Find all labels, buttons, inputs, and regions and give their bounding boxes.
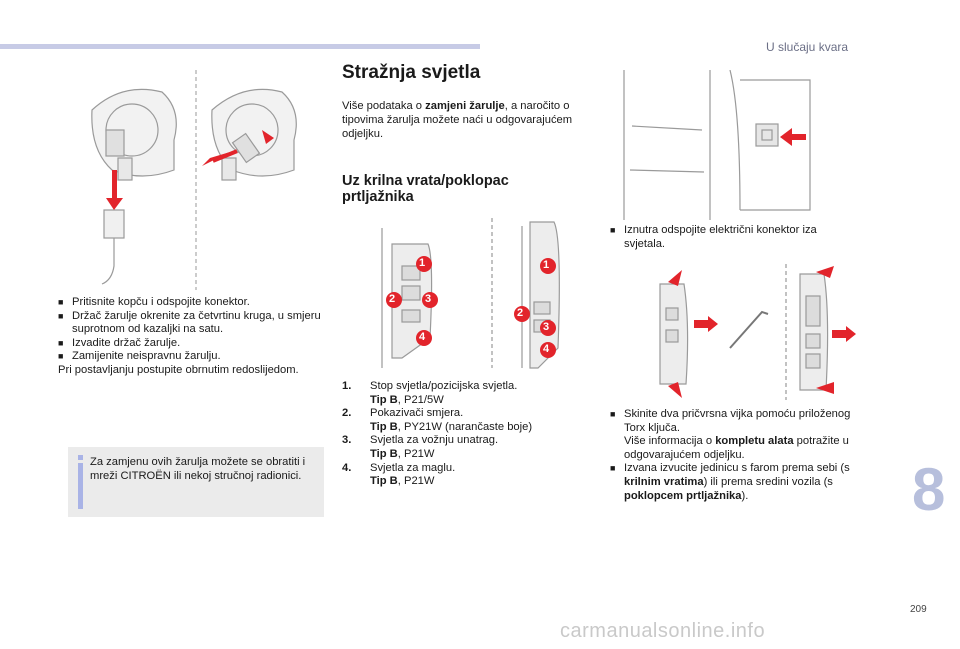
info-icon	[78, 455, 83, 509]
step-marker-icon: ■	[610, 225, 616, 235]
callout-3: 3	[425, 293, 432, 305]
callout-2: 2	[517, 307, 524, 319]
bulb-item: 1.Stop svjetla/pozicijska svjetla.Tip B,…	[342, 380, 518, 406]
callout-layer: 1 2 3 4 1 2 3 4	[342, 218, 604, 376]
step-marker-icon: ■	[610, 463, 616, 474]
step-item: ■Pritisnite kopču i odspojite konektor.	[58, 296, 250, 308]
connector-illustration	[623, 70, 811, 220]
callout-2: 2	[389, 293, 396, 305]
closing-text: Pri postavljanju postupite obrnutim redo…	[58, 363, 299, 376]
rear-lamp-callout-illustration	[381, 218, 560, 369]
screw-removal-illustration	[659, 264, 856, 400]
header-bar	[0, 44, 480, 49]
fog-lamp-illustration	[91, 70, 297, 290]
step-marker-icon: ■	[58, 351, 64, 362]
connector-step: ■Iznutra odspojite električni konektor i…	[610, 224, 817, 250]
step-marker-icon: ■	[58, 310, 64, 321]
step-item: ■Zamijenite neispravnu žarulju.	[58, 350, 221, 363]
bulb-item: 4.Svjetla za maglu.Tip B, P21W	[342, 461, 456, 488]
unit-removal-steps: ■Skinite dva pričvrsna vijka pomoću pril…	[610, 408, 860, 503]
bulb-item: 3.Svjetla za vožnju unatrag.Tip B, P21W	[342, 434, 499, 460]
fog-lamp-steps: ■Pritisnite kopču i odspojite konektor. …	[58, 296, 328, 378]
callout-1: 1	[543, 259, 550, 271]
step-item: ■Izvana izvucite jedinicu s farom prema …	[610, 462, 850, 502]
step-marker-icon: ■	[58, 337, 64, 348]
chapter-number: 8	[912, 456, 946, 523]
section-title: U slučaju kvara	[766, 40, 849, 54]
step-marker-icon: ■	[58, 297, 64, 307]
info-note-text: Za zamjenu ovih žarulja možete se obrati…	[90, 456, 306, 482]
page-number: 209	[910, 604, 927, 615]
callout-1: 1	[419, 257, 426, 269]
page-title: Stražnja svjetla	[342, 62, 481, 83]
step-marker-icon: ■	[610, 409, 616, 419]
subsection-title: Uz krilna vrata/poklopac prtljažnika	[342, 173, 509, 205]
step-item: ■Držač žarulje okrenite za četvrtinu kru…	[58, 309, 321, 336]
bulb-item: 2.Pokazivači smjera.Tip B, PY21W (naranč…	[342, 407, 533, 433]
callout-4: 4	[543, 343, 550, 355]
step-item: ■Skinite dva pričvrsna vijka pomoću pril…	[610, 408, 851, 461]
callout-3: 3	[543, 321, 550, 333]
intro-text: Više podataka o zamjeni žarulje, a naroč…	[342, 100, 573, 140]
step-item: ■Izvadite držač žarulje.	[58, 336, 181, 349]
info-note: Za zamjenu ovih žarulja možete se obrati…	[68, 447, 324, 517]
watermark: carmanualsonline.info	[560, 620, 766, 642]
callout-4: 4	[419, 331, 426, 343]
bulb-list: 1.Stop svjetla/pozicijska svjetla.Tip B,…	[342, 380, 602, 489]
